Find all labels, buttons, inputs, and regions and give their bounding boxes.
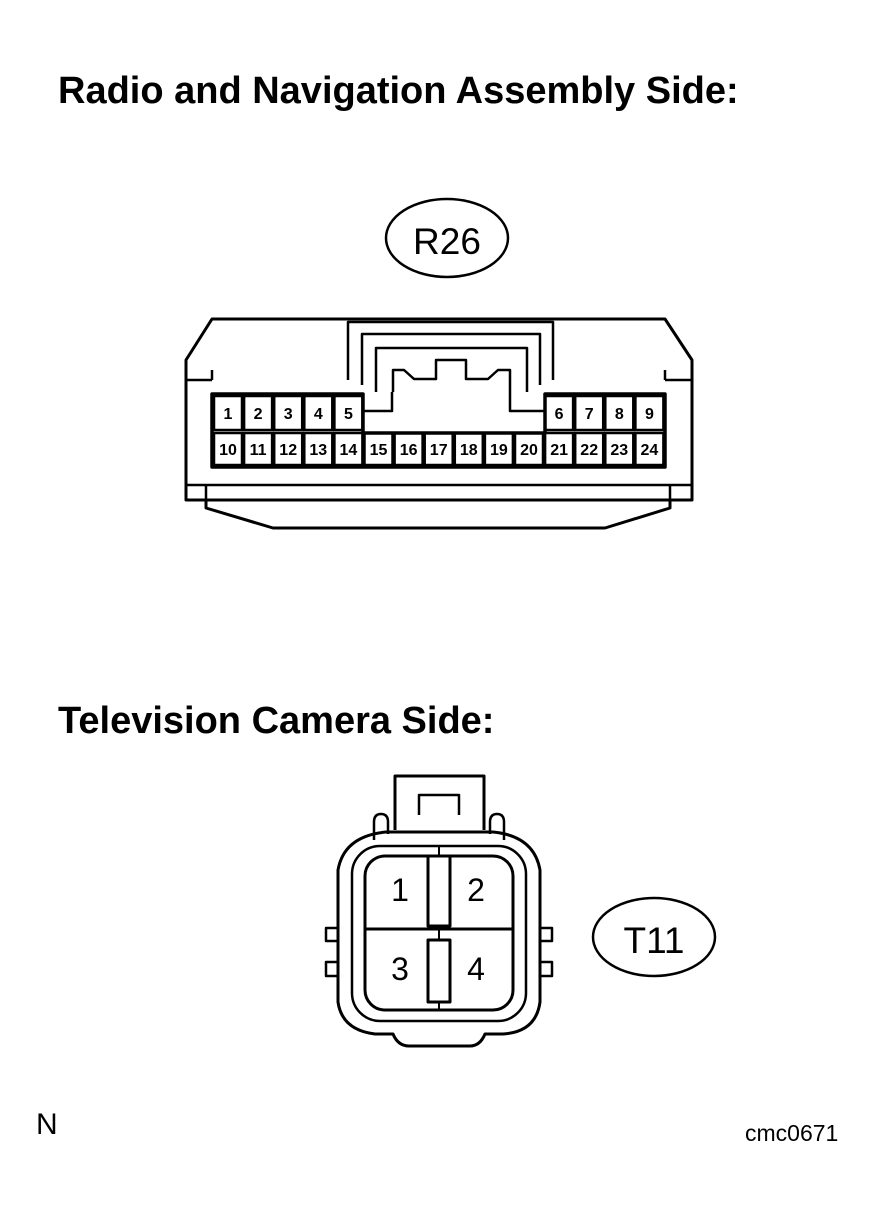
t11-connector: T11 1 2 3 4	[324, 774, 717, 1048]
r26-pin-cavity	[363, 431, 394, 467]
r26-pin-label: 7	[585, 406, 594, 423]
r26-pin-cavity	[423, 431, 454, 467]
r26-pin-cavity	[543, 431, 575, 467]
r26-pin-cavity	[303, 431, 334, 467]
radio-navigation-side-title: Radio and Navigation Assembly Side:	[58, 70, 739, 112]
r26-pin-cavity	[303, 394, 334, 432]
r26-pin-cavity	[573, 394, 605, 432]
r26-pin-cavity	[604, 431, 635, 467]
r26-pin-label: 2	[254, 406, 263, 423]
figure-id: cmc0671	[745, 1120, 839, 1146]
r26-pin-label: 22	[580, 442, 598, 459]
r26-pin-cavity	[513, 431, 545, 467]
r26-pin-label: 9	[645, 406, 654, 423]
t11-code-ellipse	[591, 896, 717, 978]
r26-latch-frame	[346, 320, 555, 380]
r26-pin-label: 4	[314, 406, 323, 423]
r26-pin-cavity	[242, 394, 274, 432]
r26-pin-label: 13	[309, 442, 327, 459]
r26-pin-label: 14	[340, 442, 358, 459]
r26-pin-cavity	[543, 394, 575, 432]
r26-pin-cavity	[604, 394, 635, 432]
r26-pin-label: 17	[430, 442, 448, 459]
r26-pin-label: 16	[400, 442, 418, 459]
r26-pin-cavity	[393, 431, 424, 467]
corner-mark: N	[36, 1108, 58, 1141]
t11-key-upper	[426, 854, 452, 928]
r26-pin-label: 3	[284, 406, 293, 423]
r26-pin-label: 21	[550, 442, 568, 459]
r26-pin-label: 15	[370, 442, 388, 459]
r26-latch	[374, 346, 529, 392]
r26-pin-cavity	[272, 394, 304, 432]
t11-pin-label: 4	[467, 951, 485, 987]
r26-housing	[184, 317, 694, 502]
t11-pin-label: 2	[467, 872, 485, 908]
r26-pin-cavity	[212, 431, 244, 467]
t11-pin-label: 3	[391, 951, 409, 987]
r26-code-label: R26	[413, 221, 481, 262]
r26-pin-label: 8	[615, 406, 624, 423]
r26-pin-cavity	[453, 431, 485, 467]
r26-pin-label: 5	[344, 406, 353, 423]
r26-pin-cavity	[212, 394, 244, 432]
t11-code-label: T11	[623, 920, 684, 961]
t11-pin-label: 1	[391, 872, 409, 908]
r26-pin-label: 11	[250, 442, 267, 459]
r26-pin-label: 6	[555, 406, 564, 423]
television-camera-side-title: Television Camera Side:	[58, 700, 495, 742]
r26-pin-cavity	[242, 431, 274, 467]
r26-pin-cavity	[272, 431, 304, 467]
r26-code-ellipse	[384, 197, 510, 279]
r26-pin-cavity	[634, 394, 665, 432]
r26-pin-cavity	[573, 431, 605, 467]
r26-pin-cavity	[333, 394, 364, 432]
r26-pin-label: 19	[490, 442, 508, 459]
r26-skirt	[204, 500, 672, 530]
r26-pin-cavity	[483, 431, 515, 467]
r26-pin-cavity	[634, 431, 665, 467]
r26-pin-label: 24	[641, 442, 659, 459]
r26-pin-label: 1	[224, 406, 233, 423]
t11-housing	[336, 830, 542, 1048]
r26-pin-label: 18	[460, 442, 478, 459]
r26-pin-label: 23	[610, 442, 628, 459]
r26-pin-label: 10	[219, 442, 237, 459]
t11-latch	[393, 774, 486, 830]
r26-connector: R26	[184, 197, 694, 530]
r26-pin-label: 20	[520, 442, 538, 459]
r26-pin-cavity	[333, 431, 364, 467]
t11-key-lower	[426, 938, 452, 1004]
r26-pin-label: 12	[279, 442, 297, 459]
